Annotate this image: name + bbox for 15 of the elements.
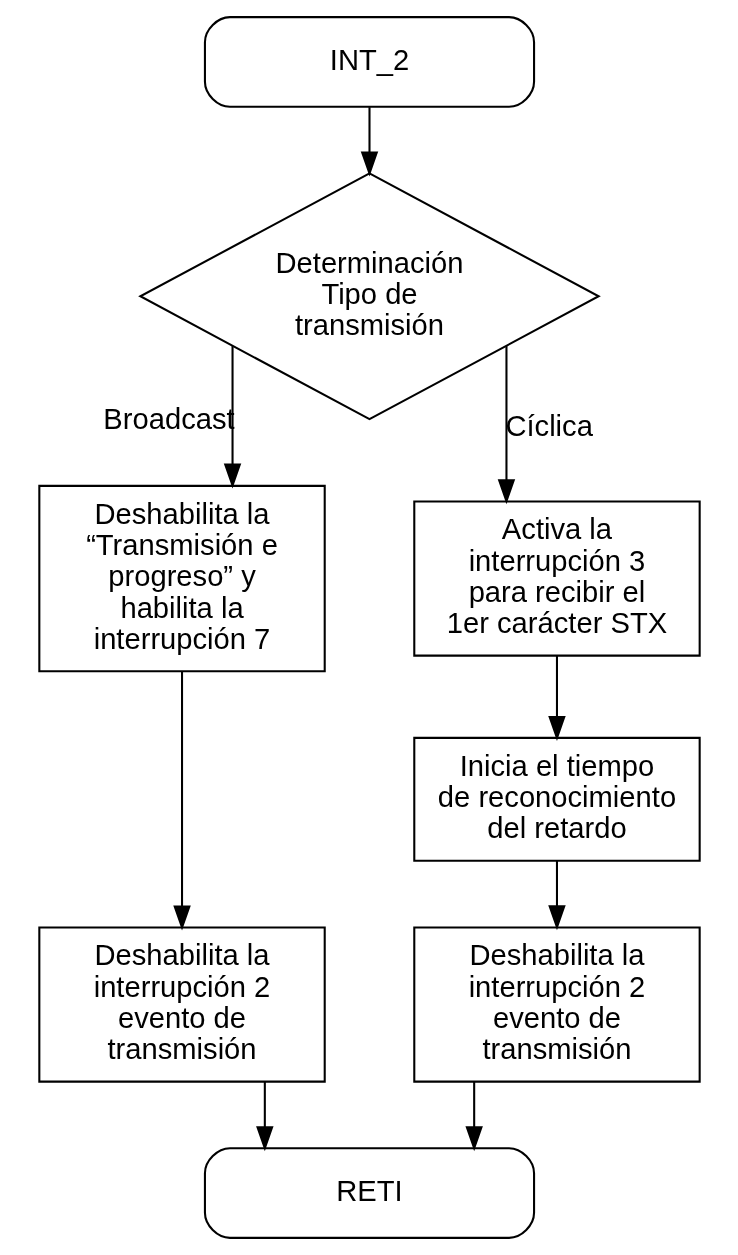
node-box: Deshabilita la interrupción 2 evento de transmisión	[37, 926, 326, 1083]
arrow	[547, 655, 566, 741]
node-box: Activa la interrupción 3 para recibir el 1er carácter STX	[412, 500, 701, 657]
arrow	[464, 1081, 483, 1152]
node-box: Inicia el tiempo de reconocimiento del retardo	[412, 736, 701, 862]
arrow	[172, 671, 191, 931]
node-box: Deshabilita la “Transmisión e progreso” y habilita la interrupción 7	[37, 484, 326, 673]
node-box: Deshabilita la interrupción 2 evento de transmisión	[412, 926, 701, 1083]
arrow	[223, 346, 241, 489]
arrow	[255, 1081, 274, 1152]
arrow	[497, 346, 515, 505]
arrow	[547, 860, 566, 931]
node-box: INT_2	[203, 16, 535, 108]
node-box: RETI	[203, 1147, 535, 1239]
arrow	[360, 107, 378, 177]
